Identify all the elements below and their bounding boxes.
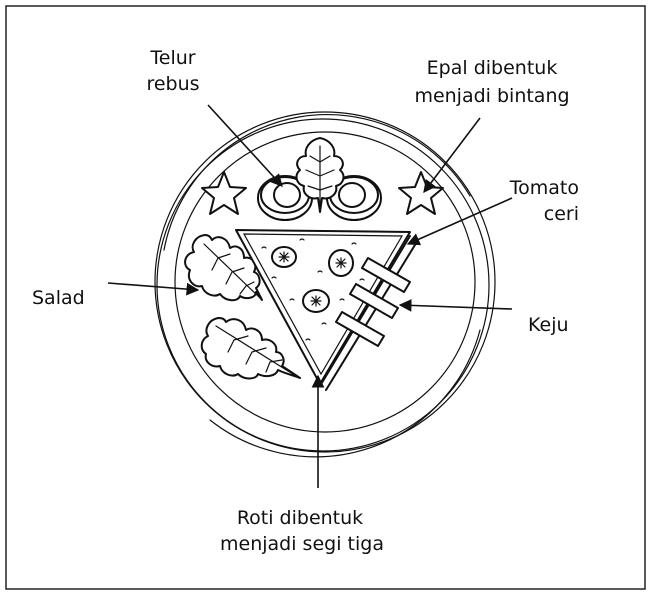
label-tomato-line1: Tomato [509,177,579,199]
apple-star-right [399,172,443,214]
apple-star-left [202,172,246,214]
label-telur-line1: Telur [149,47,195,69]
label-epal-line1: Epal dibentuk [427,57,558,79]
label-epal-line2: menjadi bintang [414,85,569,107]
label-keju: Keju [528,314,569,336]
cherry-tomato-2 [329,250,353,276]
label-roti-line2: menjadi segi tiga [220,533,384,555]
label-salad: Salad [32,287,85,309]
salad-leaf-lower [202,318,300,379]
cherry-tomato-1 [272,247,296,267]
arrow-telur [208,105,282,186]
cherry-tomato-3 [303,290,329,312]
label-tomato-line2: ceri [544,203,579,225]
label-roti-line1: Roti dibentuk [237,507,363,529]
label-telur-line2: rebus [146,73,199,95]
arrow-salad [108,283,198,290]
arrow-keju [400,305,512,309]
